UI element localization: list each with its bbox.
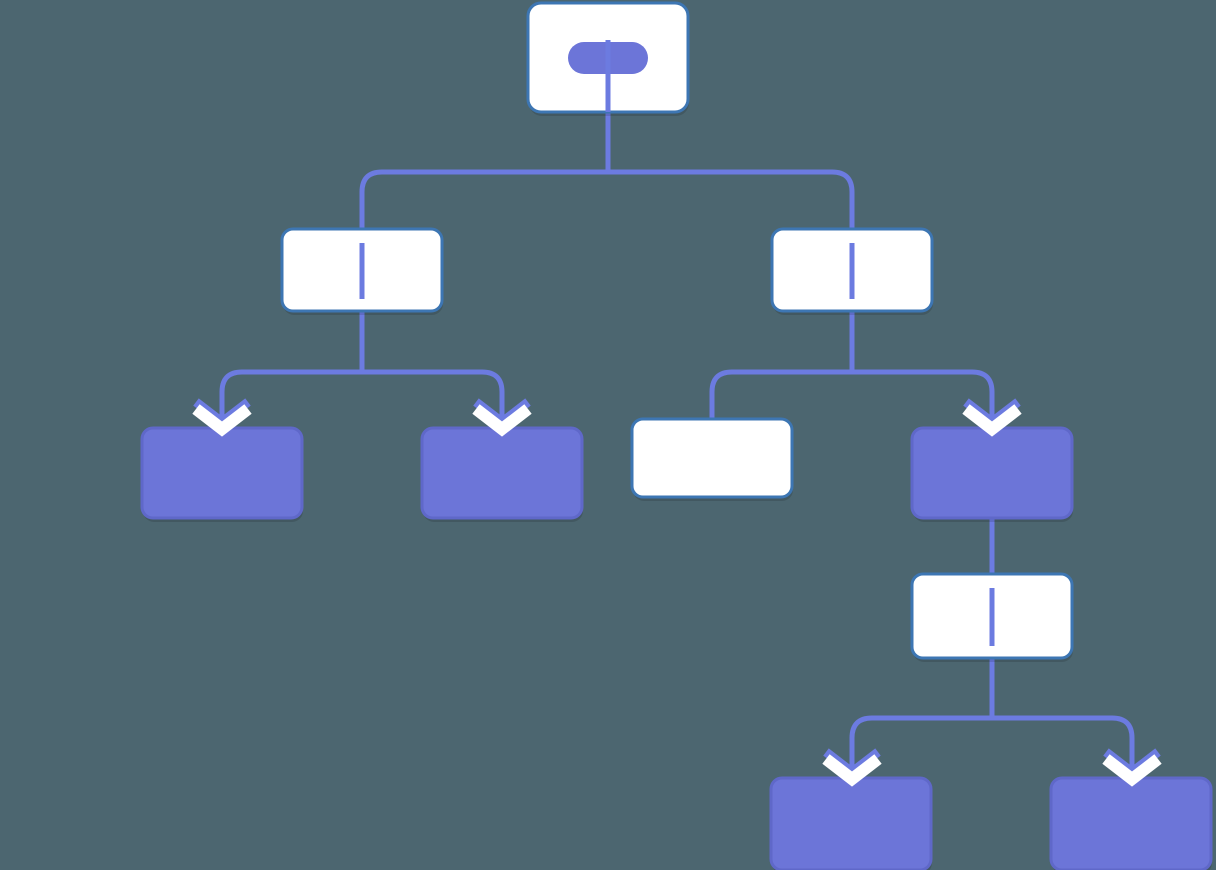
arrowhead-branch xyxy=(962,398,1022,437)
edge-level2-left-to-leaf-1[interactable] xyxy=(219,311,365,430)
leaf-node-1-body[interactable] xyxy=(140,426,304,520)
edges-layer xyxy=(219,40,1135,780)
leaf-node-2-body[interactable] xyxy=(420,426,584,520)
leaf-node-5[interactable] xyxy=(1049,776,1213,870)
edge-level2-right-to-branch[interactable] xyxy=(849,311,995,430)
edge-level4-to-leaf-4[interactable] xyxy=(849,658,995,780)
edge-root-to-level2-right[interactable] xyxy=(605,112,855,229)
arrowhead-leaf-4-chevron-front xyxy=(822,754,882,787)
edge-level2-right-to-leaf-3[interactable] xyxy=(709,311,855,419)
nodes-layer xyxy=(140,1,1213,870)
branch-node-body[interactable] xyxy=(910,426,1074,520)
leaf-node-3[interactable] xyxy=(630,417,794,499)
edge-level2-left-to-leaf-2[interactable] xyxy=(359,311,505,430)
line-through-layer xyxy=(359,40,995,646)
arrowhead-leaf-2 xyxy=(472,398,532,437)
arrowhead-leaf-5-chevron-front xyxy=(1102,754,1162,787)
leaf-node-2[interactable] xyxy=(420,426,584,520)
leaf-node-1[interactable] xyxy=(140,426,304,520)
leaf-node-4-body[interactable] xyxy=(769,776,933,870)
branch-node[interactable] xyxy=(910,426,1074,520)
arrowhead-leaf-2-chevron-front xyxy=(472,404,532,437)
arrowhead-leaf-4 xyxy=(822,748,882,787)
edge-root-to-level2-left[interactable] xyxy=(359,112,611,229)
arrowhead-leaf-1-chevron-front xyxy=(192,404,252,437)
leaf-node-3-body[interactable] xyxy=(630,417,794,499)
edge-level4-to-leaf-5[interactable] xyxy=(989,658,1135,780)
arrowheads-layer xyxy=(192,398,1162,787)
arrowhead-leaf-5 xyxy=(1102,748,1162,787)
arrowhead-branch-chevron-front xyxy=(962,404,1022,437)
arrowhead-leaf-1 xyxy=(192,398,252,437)
leaf-node-4[interactable] xyxy=(769,776,933,870)
leaf-node-5-body[interactable] xyxy=(1049,776,1213,870)
